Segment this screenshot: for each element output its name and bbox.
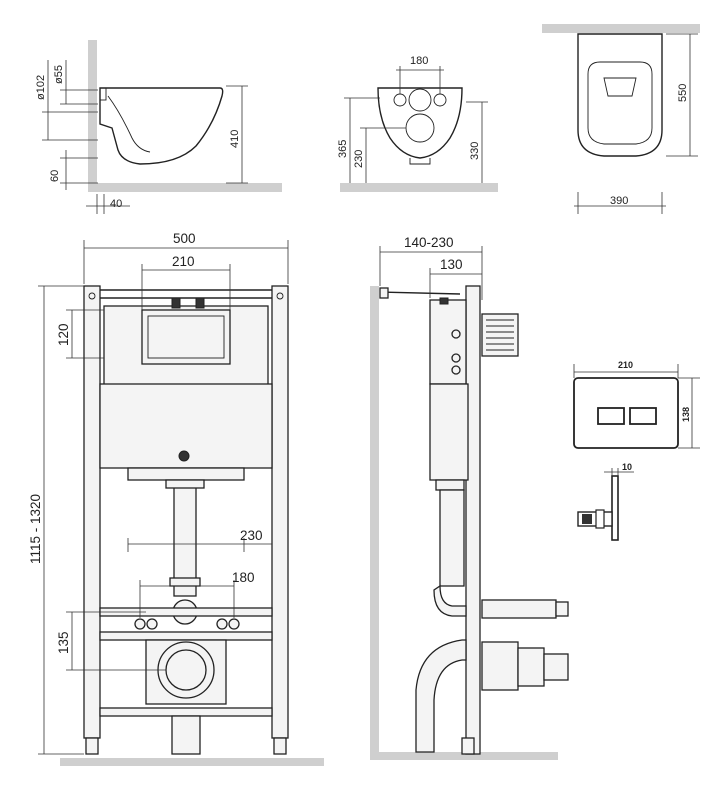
dim-390: 390 — [610, 195, 628, 207]
wc-inner-line — [107, 95, 151, 153]
dim-410: 410 — [229, 130, 241, 148]
dim-180-top: 180 — [410, 55, 428, 67]
flush-plate-front: 210 138 — [573, 360, 700, 449]
frame-side-view: 140-230 130 — [370, 235, 569, 760]
profile-cistern-body — [429, 383, 469, 481]
dim-230: 230 — [353, 150, 365, 168]
wc-bowl-top-outline — [577, 33, 663, 157]
wc-front-view: 180 365 230 330 — [337, 55, 498, 192]
flush-connector — [481, 599, 557, 619]
dim-plate-10: 10 — [622, 462, 632, 472]
dim-plate-210: 210 — [618, 360, 633, 370]
wall-hatch — [88, 40, 97, 192]
floor-hatch-profile — [370, 752, 558, 760]
floor-hatch — [88, 183, 282, 192]
dim-230-frame: 230 — [240, 528, 263, 543]
dim-135: 135 — [56, 631, 71, 654]
flush-plate-outline — [573, 377, 679, 449]
wc-bowl-side-outline — [99, 87, 224, 165]
dim-dia-55: ø55 — [53, 65, 65, 84]
dim-40: 40 — [110, 198, 122, 210]
flush-button-large — [629, 407, 657, 425]
wc-side-view: 410 ø55 ø102 60 40 — [35, 40, 282, 214]
dim-180-frame: 180 — [232, 570, 255, 585]
floor-hatch-front — [340, 183, 498, 192]
dim-550: 550 — [677, 84, 689, 102]
wall-hatch-top — [542, 24, 700, 33]
frame-front-view: 500 210 120 1115 - 1320 230 180 135 — [28, 231, 324, 766]
flush-plate-side: 10 — [577, 462, 634, 541]
plate-side-profile — [611, 475, 619, 541]
wall-hatch-profile — [370, 286, 379, 760]
dim-dia-102: ø102 — [35, 75, 47, 100]
dim-330: 330 — [469, 142, 481, 160]
dim-1115-1320: 1115 - 1320 — [28, 494, 43, 564]
flush-plate-mount — [481, 313, 519, 357]
dim-120: 120 — [56, 323, 71, 346]
waste-pipe — [415, 639, 467, 753]
dim-140-230: 140-230 — [404, 235, 454, 250]
dim-365: 365 — [337, 140, 349, 158]
profile-upright — [465, 285, 481, 755]
wc-bowl-front-outline — [377, 87, 463, 159]
dim-210-frame: 210 — [172, 254, 195, 269]
dim-60: 60 — [49, 170, 61, 182]
flush-opening — [141, 309, 231, 365]
dim-500: 500 — [173, 231, 196, 246]
frame-right-upright — [271, 285, 289, 739]
wc-top-view: 550 390 — [542, 24, 700, 214]
dim-130: 130 — [440, 257, 463, 272]
profile-flush-pipe — [439, 489, 465, 587]
flush-button-small — [597, 407, 625, 425]
dim-plate-138: 138 — [681, 407, 691, 422]
profile-cistern-top — [429, 299, 467, 385]
floor-hatch-frame — [60, 758, 324, 766]
